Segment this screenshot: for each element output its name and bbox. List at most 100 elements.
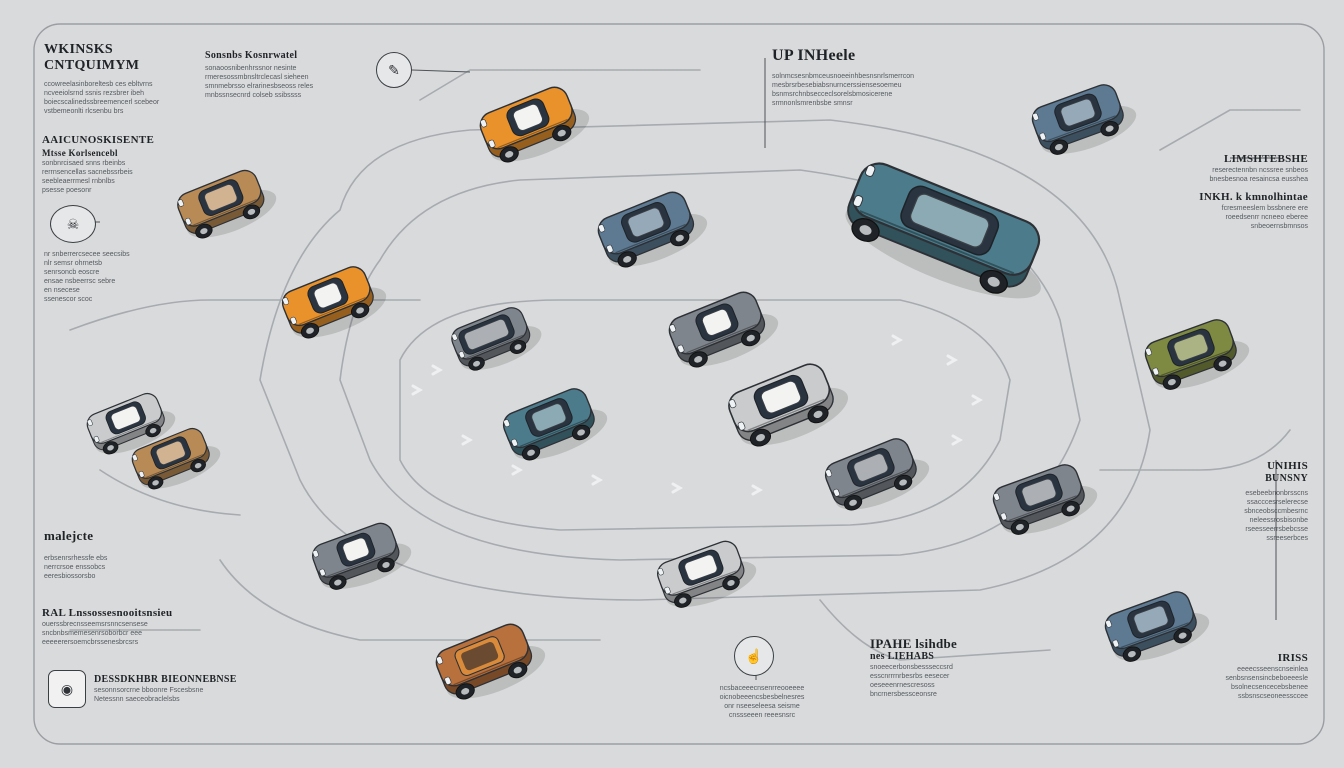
block-title: Sonsnbs Kosnrwatel	[205, 50, 298, 61]
car-trim	[1008, 495, 1077, 522]
car-headlight	[657, 567, 664, 576]
car-hubcap	[1178, 632, 1187, 639]
hand-icon-glyph: ☝	[745, 647, 763, 664]
block-line: sbnceobsccmbesrnc	[1244, 508, 1308, 515]
camera-icon: ◉	[48, 670, 86, 708]
car-hubcap	[1168, 378, 1176, 386]
car-hubcap	[1016, 523, 1024, 531]
car-headlight	[1112, 639, 1120, 648]
block-title: DESSDKHBR BIEONNEBNSE	[94, 674, 237, 685]
block-line: senbsnsensincbeboeeesle	[1225, 675, 1308, 682]
car-teal-limo-right	[845, 162, 1041, 299]
car-hubcap	[679, 597, 687, 604]
block-line: oicnobeeencsbesbelnesres	[719, 694, 805, 701]
car-headlight	[852, 195, 864, 208]
car-hubcap	[1218, 360, 1227, 367]
text-block-bottom-left-icon: DESSDKHBR BIEONNEBNSE sesonnsorcrne bboo…	[94, 674, 279, 704]
car-silver-sedan-bottom	[657, 540, 757, 608]
car-headlight	[503, 419, 511, 428]
car-headlight	[606, 244, 614, 253]
track-arrow	[751, 484, 764, 496]
track-lane-left	[69, 299, 421, 331]
block-line: bsolnecsencecebsbenee	[1230, 684, 1308, 691]
text-block-bottom-center-2: IPAHE lsihdbe nes LIEHABS snoeecerbonsbe…	[870, 636, 1020, 699]
car-headlight	[598, 224, 606, 233]
track-outer-ring	[259, 119, 1151, 601]
car-headlight	[93, 435, 100, 443]
text-block-right-top: LIMSHTEBSHE reserectennbn ncssree snbeos…	[1148, 152, 1308, 231]
block-line: psesse poesonr	[42, 187, 92, 194]
car-headlight	[132, 454, 138, 462]
car-roof	[1173, 333, 1209, 362]
car-trim	[1047, 115, 1116, 142]
car-hubcap	[527, 449, 535, 456]
car-hubcap	[557, 129, 566, 137]
car-trim	[519, 418, 587, 448]
car-headlight	[993, 492, 1000, 501]
block-line: reserectennbn ncssree snbeos	[1212, 167, 1308, 174]
car-hubcap	[899, 479, 907, 486]
block-line: oeseeenrnescresoss	[870, 682, 935, 689]
cars-layer	[86, 84, 1250, 700]
block-line: ccowreelasinboreltesb ces ebltvrns	[44, 81, 153, 88]
track-lane-bottom-right	[819, 599, 1051, 661]
block-line: mesbrsrbesebiabsnurncerssiensesoemeu	[772, 82, 902, 89]
car-trim	[327, 552, 392, 577]
car-hubcap	[849, 499, 857, 506]
car-hubcap	[987, 276, 1000, 287]
block-line: bsnmsrchnbsecceclsorelsbmosicerene	[772, 91, 893, 98]
car-headlight	[290, 316, 297, 325]
car-headlight	[669, 324, 677, 333]
block-line: sncbnbsmemesenrsoborbcr eee	[42, 630, 142, 637]
car-trim	[747, 398, 825, 432]
block-title: AAICUNOSKISENTE	[42, 134, 155, 146]
track-inner-ring	[399, 299, 1011, 531]
car-headlight	[1039, 132, 1047, 141]
track-lane-top	[419, 69, 701, 101]
block-line: en nsecese	[44, 287, 80, 294]
car-trim	[100, 419, 159, 443]
block-line: esebeebnonbrsscns	[1245, 490, 1308, 497]
block-line: esscnrrrnrbesrbs eesecer	[870, 673, 950, 680]
block-title: INKH. k kmnolhintae	[1199, 191, 1308, 203]
car-bronze-hatch-lower-left	[131, 427, 221, 490]
car-hubcap	[813, 410, 823, 419]
car-headlight	[436, 656, 444, 665]
block-title: CNTQUIMYM	[44, 58, 140, 73]
block-line: ensae nsbeerrsc sebre	[44, 278, 116, 285]
car-headlight	[833, 488, 840, 497]
car-headlight	[511, 438, 518, 447]
block-title: RAL Lnssossesnooitsnsieu	[42, 607, 173, 619]
block-line: smnmebrsso elrarinesbseoss reles	[205, 83, 314, 90]
car-roof	[1133, 605, 1169, 634]
car-teal-sedan-center	[502, 388, 608, 461]
car-blue-sedan-top-right	[1031, 84, 1137, 155]
camera-icon-glyph: ◉	[60, 680, 74, 697]
track-arrow	[971, 394, 984, 406]
car-roof	[684, 554, 718, 581]
car-orange-sports-left	[281, 266, 387, 339]
car-trim	[859, 210, 1015, 275]
car-headlight	[87, 419, 93, 427]
car-hubcap	[473, 360, 481, 367]
car-hubcap	[727, 580, 735, 586]
car-headlight	[444, 676, 452, 685]
car-hubcap	[859, 225, 872, 235]
wrench-icon-glyph: ✎	[388, 61, 400, 78]
car-headlight	[185, 217, 192, 226]
car-trim	[497, 118, 568, 149]
track-lane-right	[1099, 429, 1291, 471]
car-roof	[1060, 98, 1096, 127]
car-hubcap	[675, 234, 684, 242]
car-headlight	[677, 344, 685, 353]
block-line: senrsoncb eoscre	[44, 269, 100, 276]
track-network	[69, 69, 1301, 661]
track-arrow	[411, 384, 424, 396]
car-roof	[204, 184, 238, 212]
block-line: ssacccesrselerecse	[1246, 499, 1308, 506]
car-hubcap	[334, 579, 342, 586]
block-line: boiecscalinedssbreemencerl scebeor	[44, 99, 160, 106]
track-arrow	[891, 334, 904, 346]
text-block-top-left-2: Sonsnbs Kosnrwatel sonaoosnibenhrssnor n…	[205, 48, 345, 100]
car-olive-hatch-right	[1144, 319, 1250, 390]
